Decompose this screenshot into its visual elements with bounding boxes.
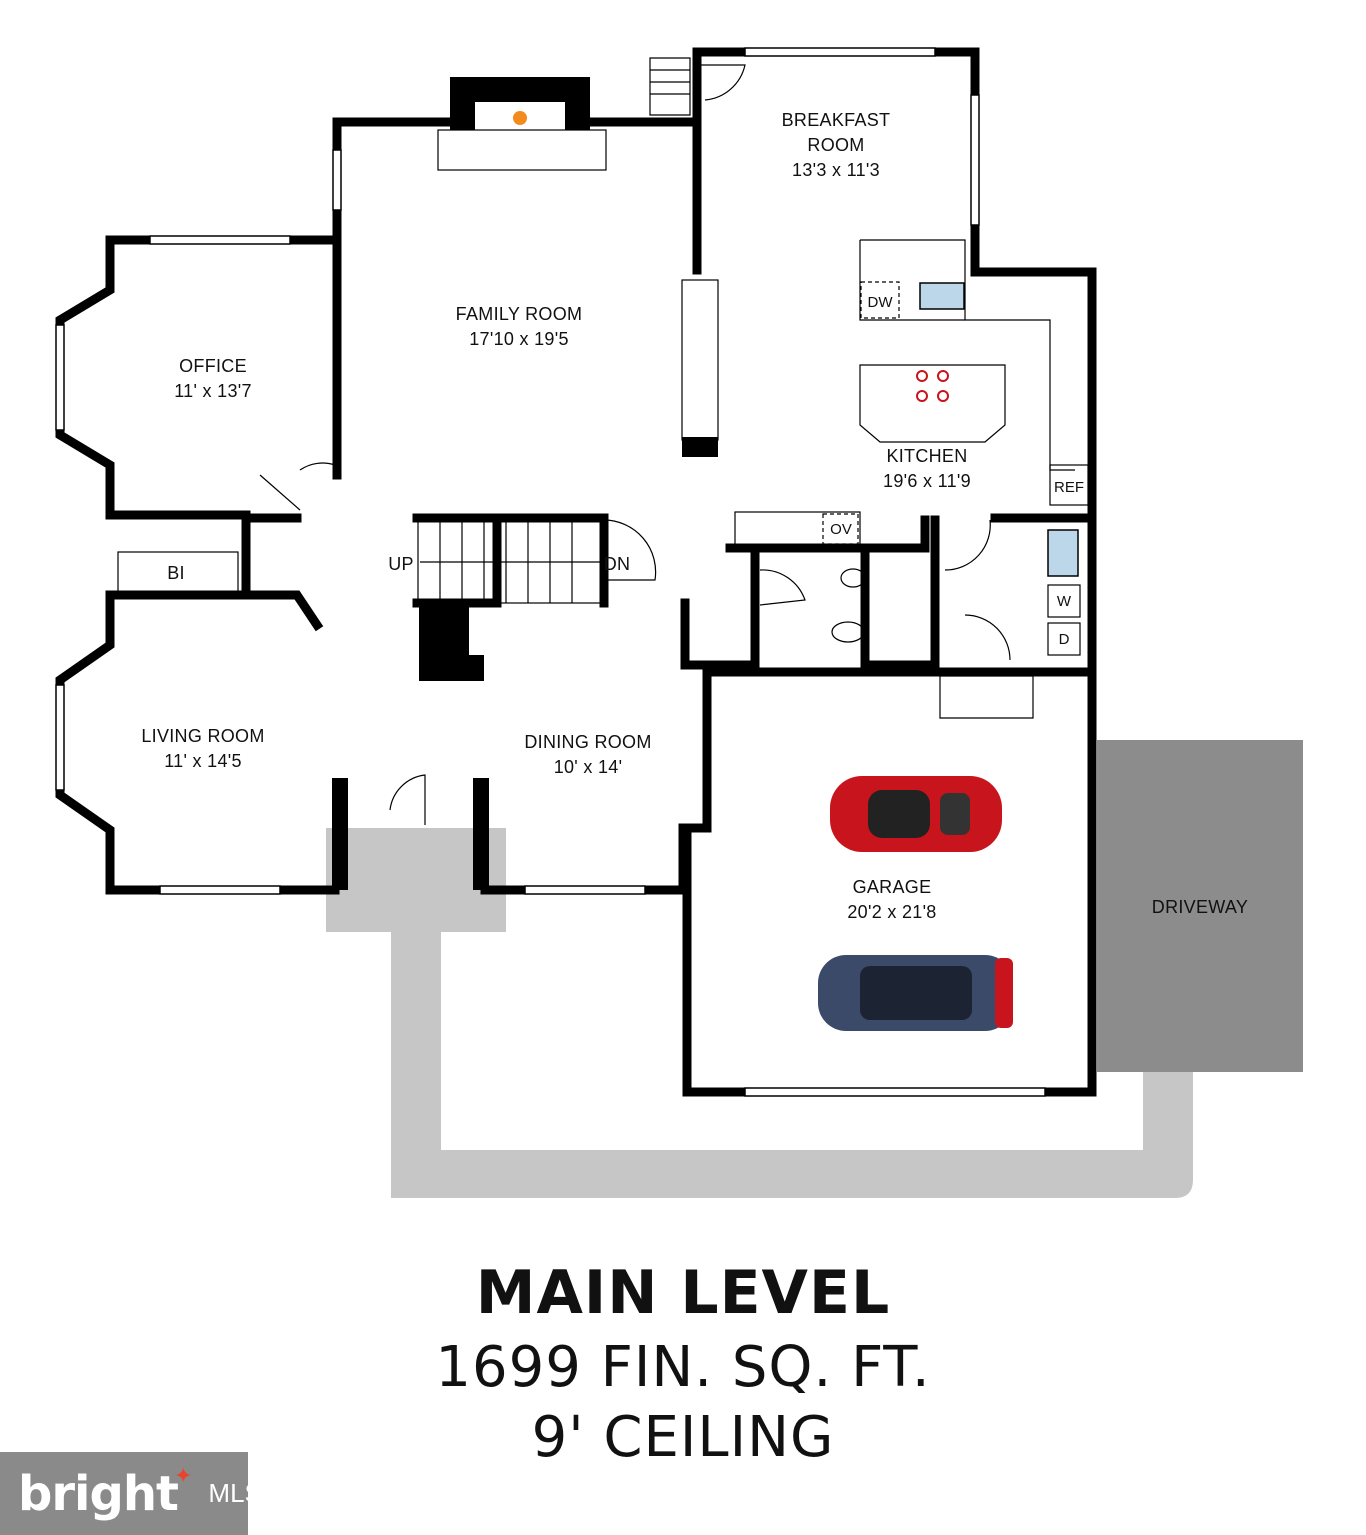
driveway-label: DRIVEWAY (1152, 897, 1248, 917)
kitchen-island (859, 364, 1006, 443)
staircase (417, 517, 603, 604)
dining-room-name: DINING ROOM (524, 732, 651, 752)
living-room-name: LIVING ROOM (141, 726, 264, 746)
breakfast-name-1: BREAKFAST (782, 110, 891, 130)
dishwasher (860, 281, 900, 319)
stairs-down-label: DN (604, 554, 631, 574)
door-swing (698, 64, 746, 101)
ceiling-height: 9' CEILING (531, 1405, 835, 1470)
kitchen-name: KITCHEN (886, 446, 967, 466)
living-room-dims: 11' x 14'5 (164, 751, 242, 771)
family-room-dims: 17'10 x 19'5 (469, 329, 569, 349)
logo-suffix: MLS (208, 1478, 262, 1508)
kitchen-dims: 19'6 x 11'9 (883, 471, 971, 491)
oven-counter (734, 511, 861, 546)
kitchen-counter (860, 239, 1075, 471)
garage-dims: 20'2 x 21'8 (847, 902, 936, 922)
office-dims: 11' x 13'7 (174, 381, 252, 401)
breakfast-name-2: ROOM (807, 135, 864, 155)
stairs-up-label: UP (388, 554, 414, 574)
washer-label: W (1057, 593, 1072, 610)
blue-car-icon (818, 955, 1013, 1031)
walkway (391, 932, 1193, 1198)
dining-room-dims: 10' x 14' (554, 757, 623, 777)
refrigerator-label: REF (1054, 479, 1084, 496)
hearth (437, 129, 607, 171)
dryer-label: D (1059, 631, 1070, 648)
driveway-area (1097, 740, 1303, 1072)
floor-plan: BREAKFAST ROOM 13'3 x 11'3 FAMILY ROOM 1… (55, 47, 1303, 1198)
dryer (1047, 622, 1081, 656)
fire-icon (513, 111, 527, 125)
laundry-sink-icon (1047, 529, 1079, 577)
kitchen-sink-icon (919, 282, 965, 310)
red-car-icon (830, 776, 1002, 852)
family-room-name: FAMILY ROOM (456, 304, 583, 324)
bathroom-sink-icon (840, 568, 866, 588)
stair-block (419, 603, 469, 681)
square-footage: 1699 FIN. SQ. FT. (435, 1335, 931, 1400)
toilet-icon (831, 621, 865, 643)
level-title: MAIN LEVEL (475, 1258, 891, 1328)
built-in-label: BI (167, 563, 185, 583)
spark-icon: ✦ (173, 1462, 193, 1488)
wall-column (682, 437, 718, 457)
cooktop-icon (916, 370, 949, 402)
logo-brand: bright (18, 1465, 179, 1522)
office-name: OFFICE (179, 356, 247, 376)
dishwasher-label: DW (868, 294, 894, 311)
washer (1047, 584, 1081, 618)
garage-name: GARAGE (853, 877, 932, 897)
refrigerator (1049, 464, 1089, 506)
breakfast-dims: 13'3 x 11'3 (792, 160, 880, 180)
bright-mls-logo: bright ✦ MLS (0, 1452, 262, 1535)
oven-label: OV (830, 521, 852, 538)
